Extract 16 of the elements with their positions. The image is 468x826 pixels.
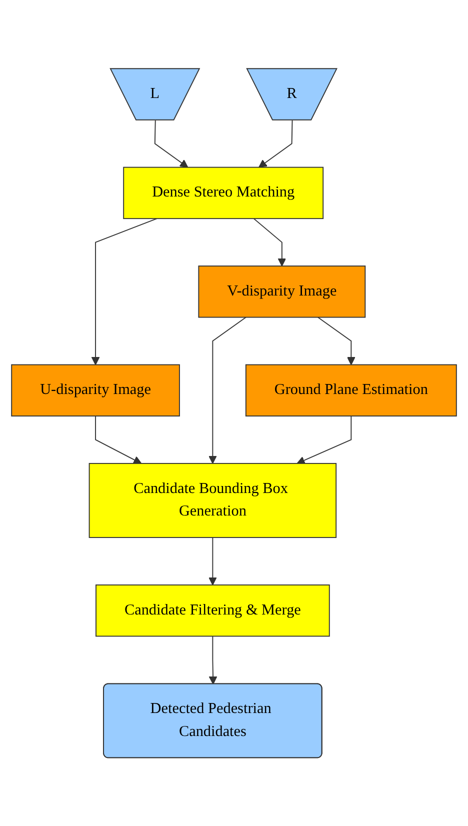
node-box: Dense Stereo Matching (123, 166, 324, 219)
arrow (154, 120, 188, 168)
node-box: Candidate Bounding Box Generation (88, 462, 337, 538)
arrow (253, 218, 286, 266)
arrow (258, 120, 293, 168)
arrow (208, 636, 218, 684)
node-box: Ground Plane Estimation (245, 364, 457, 416)
arrow (208, 316, 246, 464)
node-box: Candidate Filtering & Merge (96, 584, 330, 637)
arrow (208, 536, 217, 586)
arrow (91, 218, 158, 365)
arrow (296, 415, 352, 464)
node-box: U-disparity Image (11, 364, 180, 416)
arrow (317, 316, 356, 365)
arrow (95, 415, 142, 464)
node-box: V-disparity Image (198, 265, 366, 318)
